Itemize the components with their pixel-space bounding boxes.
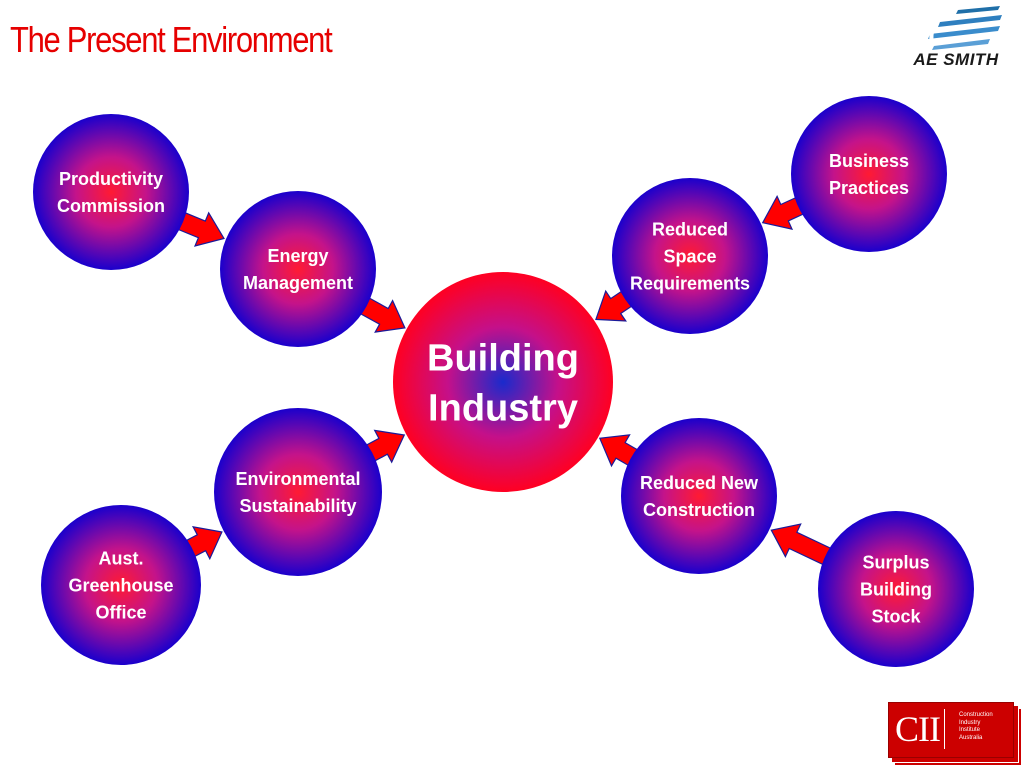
node-circle [621, 418, 777, 574]
node-circle [818, 511, 974, 667]
node-label-line: Commission [57, 196, 165, 216]
node-label-line: Productivity [59, 169, 163, 189]
cii-mark: CII [895, 709, 945, 749]
node-label-line: Practices [829, 178, 909, 198]
node-label-line: Aust. [99, 548, 144, 568]
node-label-line: Space [663, 246, 716, 266]
node-label-line: Environmental [235, 469, 360, 489]
slide-title: The Present Environment [10, 19, 333, 60]
node-circle [41, 505, 201, 665]
cii-text-line: Australia [959, 734, 983, 741]
node-label-line: Sustainability [239, 496, 356, 516]
node-circle [393, 272, 613, 492]
node-label-line: Reduced [652, 219, 728, 239]
cii-text: Construction Industry Institute Australi… [959, 712, 993, 742]
node-label-line: Greenhouse [68, 575, 173, 595]
node-circle [791, 96, 947, 252]
node-circle [612, 178, 768, 334]
cii-text-line: Industry [959, 719, 981, 726]
node-label-line: Construction [643, 500, 755, 520]
node-label-line: Requirements [630, 273, 750, 293]
cii-card: CII Construction Industry Institute Aust… [888, 702, 1014, 758]
node-circle [214, 408, 382, 576]
ae-smith-wordmark: AE SMITH [913, 50, 999, 69]
node-label-line: Office [95, 602, 146, 622]
node-label-line: Industry [428, 387, 578, 429]
node-label-line: Energy [267, 246, 328, 266]
ae-smith-stripes-icon [928, 6, 1002, 50]
node-label-line: Reduced New [640, 473, 759, 493]
node-circle [220, 191, 376, 347]
node-circle [33, 114, 189, 270]
cii-text-line: Institute [959, 727, 981, 733]
nodes-layer: BuildingIndustryProductivityCommissionEn… [33, 96, 974, 667]
node-label-line: Stock [871, 606, 921, 626]
ae-smith-logo: AE SMITH [888, 2, 1024, 74]
cii-logo: CII Construction Industry Institute Aust… [888, 702, 1022, 766]
cii-text-line: Construction [959, 712, 993, 718]
node-label-line: Management [243, 273, 353, 293]
node-label-line: Surplus [862, 552, 929, 572]
node-label-line: Business [829, 151, 909, 171]
node-label-line: Building [427, 337, 579, 379]
node-label-line: Building [860, 579, 932, 599]
